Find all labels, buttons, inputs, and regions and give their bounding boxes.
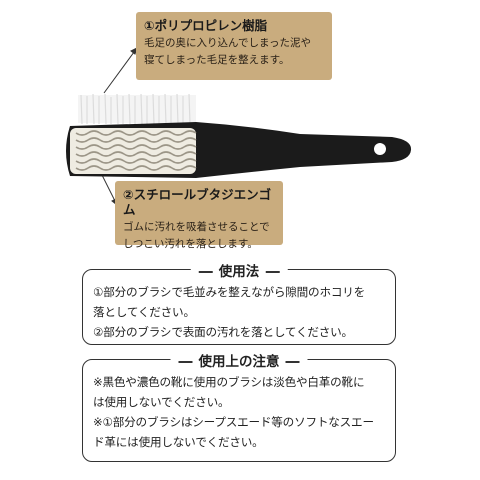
callout-rubber: ②スチロールブタジエンゴム ゴムに汚れを吸着させることで しつこい汚れを落としま… <box>115 181 283 250</box>
bristles <box>78 93 196 125</box>
usage-line: ①部分のブラシで毛並みを整えながら隙間のホコリを <box>93 285 366 299</box>
callout-line: 毛足の奥に入り込んでしまった泥や <box>144 37 312 49</box>
caution-heading: 使用上の注意 <box>170 350 308 370</box>
callout-title: ①ポリプロピレン樹脂 <box>144 18 268 33</box>
rubber-wave-pattern <box>75 130 197 171</box>
callout-line: しつこい汚れを落とします。 <box>123 238 258 250</box>
usage-line: ②部分のブラシで表面の汚れを落としてください。 <box>93 325 353 339</box>
caution-line: ※黒色や濃色の靴に使用のブラシは淡色や白革の靴に <box>93 375 365 389</box>
callout-title: ②スチロールブタジエンゴム <box>123 187 272 217</box>
usage-section: 使用法 ①部分のブラシで毛並みを整えながら隙間のホコリを 落としてください。 ②… <box>82 260 396 345</box>
hang-hole <box>374 143 386 155</box>
usage-heading-text: 使用法 <box>218 264 260 280</box>
usage-line: 落としてください。 <box>93 305 195 319</box>
arrow-to-bristles <box>103 47 138 94</box>
caution-section: 使用上の注意 ※黒色や濃色の靴に使用のブラシは淡色や白革の靴に は使用しないでく… <box>82 350 396 462</box>
callout-line: ゴムに汚れを吸着させることで <box>123 221 270 233</box>
callout-polypropylene: ①ポリプロピレン樹脂 毛足の奥に入り込んでしまった泥や 寝てしまった毛足を整えま… <box>136 12 332 80</box>
callout-line: 寝てしまった毛足を整えます。 <box>144 54 290 66</box>
caution-heading-text: 使用上の注意 <box>198 354 280 370</box>
caution-line: ド革には使用しないでください。 <box>93 435 264 449</box>
caution-line: ※①部分のブラシはシープスエード等のソフトなスエー <box>93 415 374 429</box>
usage-heading: 使用法 <box>190 260 288 280</box>
caution-line: は使用しないでください。 <box>93 395 230 409</box>
